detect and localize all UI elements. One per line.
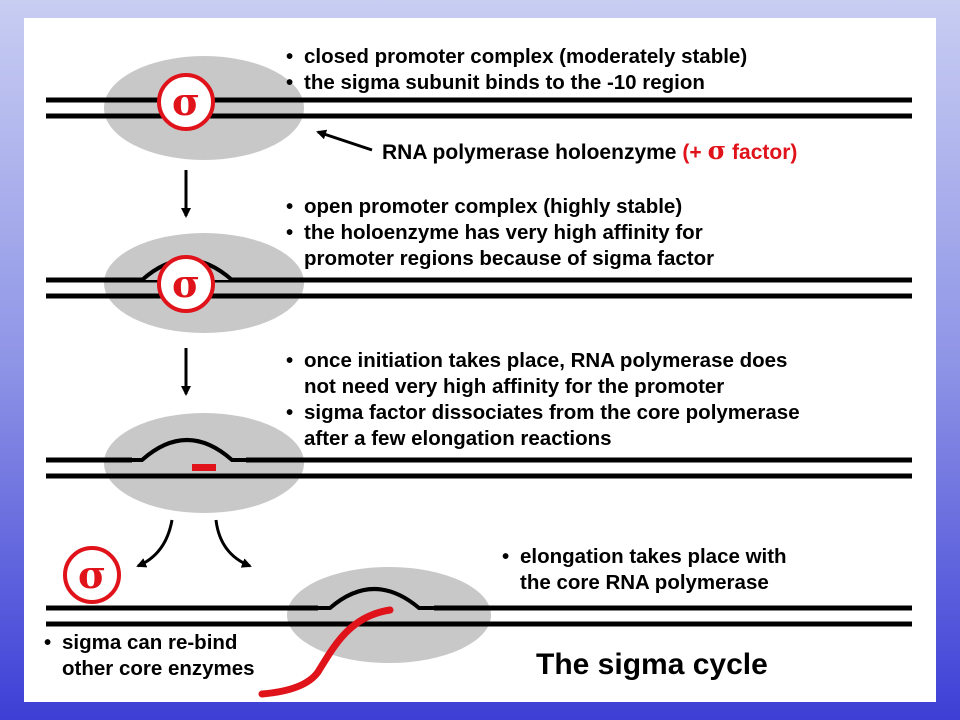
note-item: • the sigma subunit binds to the -10 reg… xyxy=(286,70,747,96)
step2-open-complex: σ xyxy=(46,233,912,333)
free-sigma-icon xyxy=(63,546,121,604)
step3-notes: • once initiation takes place, RNA polym… xyxy=(286,348,800,452)
note-line: other core enzymes xyxy=(62,657,255,680)
elongation-note: • elongation takes place with the core R… xyxy=(502,544,787,596)
sigma-subunit-icon xyxy=(157,255,215,313)
bullet: • xyxy=(286,195,294,218)
dna-bubble xyxy=(130,438,248,462)
note-line: elongation takes place with xyxy=(520,545,787,568)
split-arrow-left xyxy=(136,519,174,568)
bullet: • xyxy=(286,71,294,94)
callout-open: (+ xyxy=(682,141,702,164)
step2-notes: • open promoter complex (highly stable) … xyxy=(286,194,714,272)
callout-arrow xyxy=(316,129,373,152)
split-arrow-right xyxy=(214,519,252,568)
bullet: • xyxy=(286,349,294,372)
diagram-title: The sigma cycle xyxy=(536,648,768,681)
note-line: open promoter complex (highly stable) xyxy=(304,195,683,218)
note-item: • sigma factor dissociates from the core… xyxy=(286,400,800,452)
note-line: the sigma subunit binds to the -10 regio… xyxy=(304,71,705,94)
callout-text: RNA polymerase holoenzyme xyxy=(382,141,677,164)
sigma-symbol-inline: σ xyxy=(707,136,727,165)
sigma-cycle-diagram: σ σ σ xyxy=(46,56,912,698)
step4-elongation-complex xyxy=(46,567,912,698)
rebind-note: • sigma can re-bind other core enzymes xyxy=(44,630,255,682)
note-item: • sigma can re-bind other core enzymes xyxy=(44,630,255,682)
note-line: the holoenzyme has very high affinity fo… xyxy=(304,221,703,244)
note-line: the core RNA polymerase xyxy=(520,571,769,594)
note-item: • closed promoter complex (moderately st… xyxy=(286,44,747,70)
note-line: closed promoter complex (moderately stab… xyxy=(304,45,748,68)
note-line: not need very high affinity for the prom… xyxy=(304,375,725,398)
nascent-rna-stub xyxy=(192,464,216,471)
sigma-subunit-icon xyxy=(157,73,215,131)
note-line: after a few elongation reactions xyxy=(304,427,612,450)
note-item: • elongation takes place with the core R… xyxy=(502,544,787,596)
step1-notes: • closed promoter complex (moderately st… xyxy=(286,44,747,96)
rna-transcript xyxy=(258,606,394,698)
step3-sigma-dissociation xyxy=(46,413,912,513)
bullet: • xyxy=(286,221,294,244)
sigma-symbol: σ xyxy=(172,261,200,306)
core-polymerase-body xyxy=(287,567,491,663)
slide: σ σ σ xyxy=(24,18,936,702)
bullet: • xyxy=(502,545,510,568)
bullet: • xyxy=(44,631,52,654)
note-line: promoter regions because of sigma factor xyxy=(304,247,715,270)
callout-close: factor) xyxy=(732,141,798,164)
dna-bubble xyxy=(316,587,436,610)
note-item: • once initiation takes place, RNA polym… xyxy=(286,348,800,400)
step1-closed-complex: σ xyxy=(46,56,912,160)
note-item: • the holoenzyme has very high affinity … xyxy=(286,220,714,272)
note-line: once initiation takes place, RNA polymer… xyxy=(304,349,788,372)
core-polymerase-body xyxy=(104,413,304,513)
sigma-symbol: σ xyxy=(172,79,200,124)
note-line: sigma factor dissociates from the core p… xyxy=(304,401,800,424)
note-item: • open promoter complex (highly stable) xyxy=(286,194,714,220)
bullet: • xyxy=(286,45,294,68)
note-line: sigma can re-bind xyxy=(62,631,238,654)
bullet: • xyxy=(286,401,294,424)
sigma-symbol: σ xyxy=(78,552,106,597)
